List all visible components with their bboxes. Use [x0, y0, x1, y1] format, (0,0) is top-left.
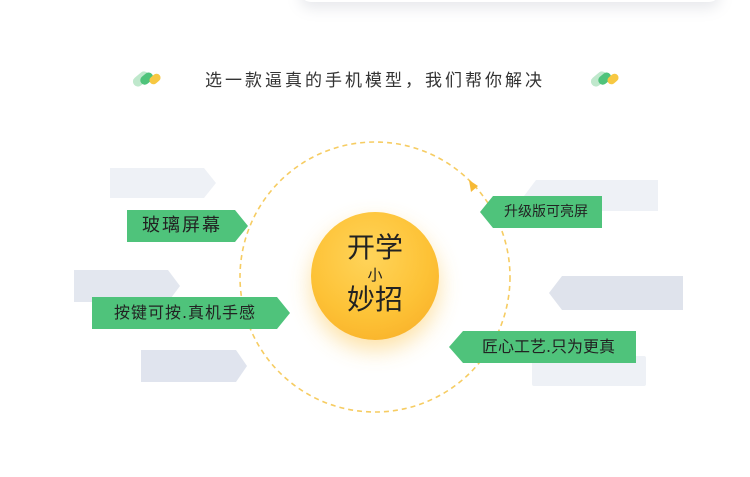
tag-glass-label: 玻璃屏幕 [142, 215, 222, 236]
badge-line-3: 妙招 [346, 283, 403, 316]
badge-line-1: 开学 [346, 231, 403, 264]
tag-buttons-label: 按键可按.真机手感 [113, 303, 257, 322]
tag-craft-label: 匠心工艺.只为更真 [481, 337, 616, 356]
tag-upgrade-label: 升级版可亮屏 [504, 204, 588, 220]
badge-line-2: 小 [367, 266, 383, 284]
top-shadow-bar [300, 0, 720, 2]
tag-buttons-feel: 按键可按.真机手感 [92, 297, 290, 329]
leaf-stripes-icon [590, 71, 619, 87]
header-title: 选一款逼真的手机模型，我们帮你解决 [205, 71, 545, 91]
tag-glass-screen: 玻璃屏幕 [127, 210, 248, 242]
center-badge: 开学 小 妙招 [311, 212, 439, 340]
header: 选一款逼真的手机模型，我们帮你解决 [0, 64, 750, 94]
arrow-head-icon [469, 180, 478, 192]
tag-craft: 匠心工艺.只为更真 [449, 331, 636, 363]
leaf-stripes-icon [132, 71, 161, 87]
tag-upgrade-screen: 升级版可亮屏 [480, 196, 602, 228]
